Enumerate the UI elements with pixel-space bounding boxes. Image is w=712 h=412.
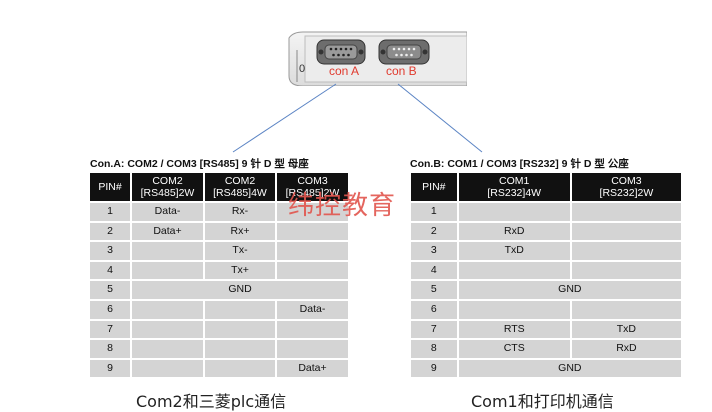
pin-number: 5 — [411, 281, 457, 299]
pin-number: 8 — [90, 340, 130, 358]
table-row: 7 — [90, 320, 348, 339]
table-cell: RxD — [571, 340, 681, 358]
table-row: 8 — [90, 340, 348, 358]
right-caption: Com1和打印机通信 — [471, 392, 614, 411]
table-cell: Data+ — [132, 222, 203, 241]
table-row: 9 Data+ — [90, 359, 348, 378]
con-a-label: con A — [329, 64, 360, 78]
table-cell: Rx- — [205, 203, 275, 221]
table-cell — [277, 340, 348, 358]
right-header-0: PIN# — [411, 173, 457, 201]
port-digit: 0 — [299, 63, 306, 75]
table-cell — [458, 261, 570, 280]
pin-number: 9 — [411, 359, 457, 378]
table-cell — [277, 242, 348, 260]
pin-number: 6 — [411, 300, 457, 319]
table-cell-span: GND — [132, 281, 348, 299]
pin-number: 3 — [90, 242, 130, 260]
table-cell — [132, 320, 203, 339]
pin-number: 4 — [411, 261, 457, 280]
pin-number: 3 — [411, 242, 457, 260]
table-cell: CTS — [458, 340, 570, 358]
table-cell: Data+ — [277, 359, 348, 378]
table-cell — [571, 203, 681, 221]
table-cell-span: GND — [458, 359, 681, 378]
table-cell — [571, 222, 681, 241]
table-cell: Tx+ — [205, 261, 275, 280]
table-cell: Rx+ — [205, 222, 275, 241]
table-cell: Tx- — [205, 242, 275, 260]
table-cell — [205, 300, 275, 319]
table-row: 4 — [411, 261, 681, 280]
table-cell — [277, 222, 348, 241]
table-cell: Data- — [277, 300, 348, 319]
table-cell — [132, 261, 203, 280]
left-caption: Com2和三菱plc通信 — [136, 392, 287, 411]
device-connector-photo — [288, 31, 467, 86]
table-cell — [571, 242, 681, 260]
table-cell — [277, 261, 348, 280]
pin-number: 1 — [90, 203, 130, 221]
table-cell: RTS — [458, 320, 570, 339]
table-cell — [571, 300, 681, 319]
table-cell: Data- — [132, 203, 203, 221]
left-header-0: PIN# — [90, 173, 130, 201]
con-b-dsub-shape — [378, 39, 430, 65]
pin-number: 4 — [90, 261, 130, 280]
left-header-2: COM2[RS485]4W — [205, 173, 275, 201]
left-table-title: Con.A: COM2 / COM3 [RS485] 9 针 D 型 母座 — [90, 158, 309, 170]
pin-number: 5 — [90, 281, 130, 299]
watermark-text: 纬控教育 — [288, 191, 397, 221]
table-cell — [205, 359, 275, 378]
table-cell: TxD — [571, 320, 681, 339]
con-a-dsub-shape — [316, 39, 366, 65]
table-cell: RxD — [458, 222, 570, 241]
table-cell — [277, 203, 348, 221]
left-header-3: COM3[RS485]2W — [277, 173, 348, 201]
table-row: 3 Tx- — [90, 242, 348, 260]
table-cell — [205, 320, 275, 339]
table-cell — [458, 300, 570, 319]
con-b-label: con B — [386, 64, 417, 78]
pin-number: 7 — [411, 320, 457, 339]
table-cell — [132, 340, 203, 358]
pin-number: 8 — [411, 340, 457, 358]
table-row: 1 — [411, 203, 681, 221]
pin-number: 1 — [411, 203, 457, 221]
pin-number: 2 — [90, 222, 130, 241]
pin-number: 6 — [90, 300, 130, 319]
pin-number: 7 — [90, 320, 130, 339]
pin-number: 2 — [411, 222, 457, 241]
table-row: 6 — [411, 300, 681, 319]
table-cell — [205, 340, 275, 358]
table-cell — [277, 320, 348, 339]
table-cell: TxD — [458, 242, 570, 260]
table-cell — [458, 203, 570, 221]
table-row: 6 Data- — [90, 300, 348, 319]
right-header-2: COM3[RS232]2W — [571, 173, 681, 201]
table-cell — [132, 300, 203, 319]
table-cell — [132, 359, 203, 378]
table-cell — [571, 261, 681, 280]
table-cell-span: GND — [458, 281, 681, 299]
pin-number: 9 — [90, 359, 130, 378]
table-row: 4 Tx+ — [90, 261, 348, 280]
table-cell — [132, 242, 203, 260]
right-table-title: Con.B: COM1 / COM3 [RS232] 9 针 D 型 公座 — [410, 158, 629, 170]
left-header-1: COM2[RS485]2W — [132, 173, 203, 201]
right-header-1: COM1[RS232]4W — [458, 173, 570, 201]
